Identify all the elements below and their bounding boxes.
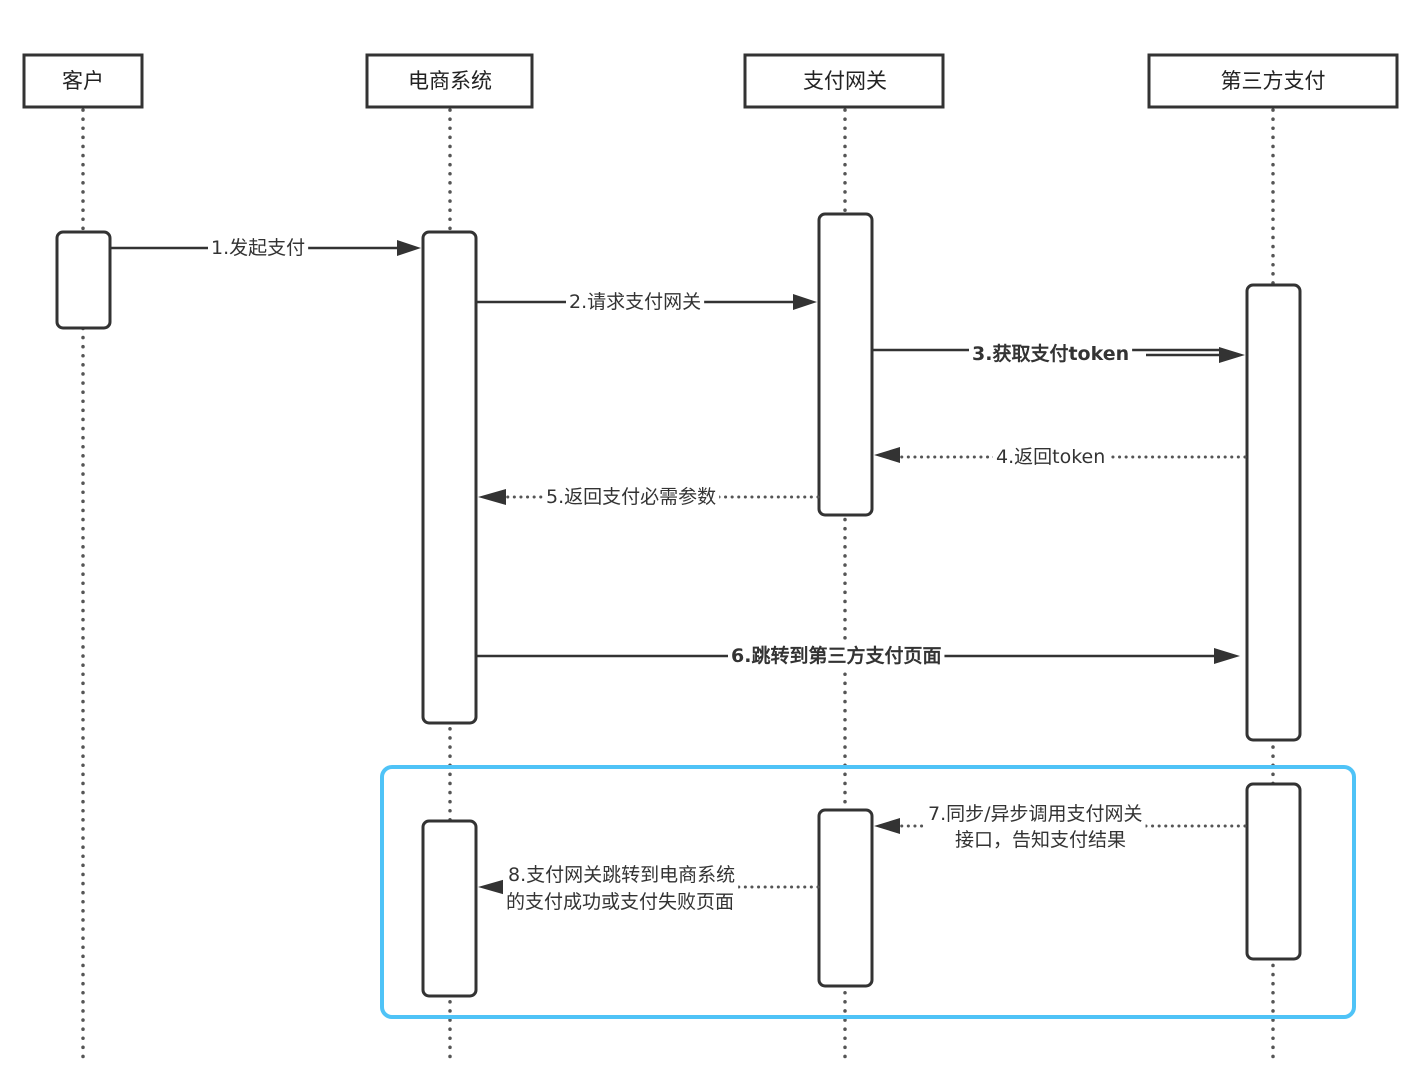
- activation-ecommerce-1: [421, 230, 478, 725]
- activation-ecommerce-2: [421, 819, 478, 998]
- message-label: 2.请求支付网关: [569, 291, 701, 313]
- participant-box: [22, 53, 144, 109]
- participant-box: [365, 53, 534, 109]
- arrowhead-icon: [478, 489, 506, 505]
- participant-gateway[interactable]: 支付网关: [743, 53, 945, 109]
- message-label: 3.获取支付token: [972, 342, 1129, 365]
- participant-ecommerce[interactable]: 电商系统: [365, 53, 534, 109]
- participant-thirdparty[interactable]: 第三方支付: [1147, 53, 1399, 109]
- label-background: [543, 485, 720, 509]
- message-label: 5.返回支付必需参数: [546, 486, 716, 508]
- participant-box: [1147, 53, 1399, 109]
- activation-thirdparty-2: [1245, 782, 1302, 961]
- activation-gateway-2: [817, 808, 874, 988]
- message-label: 接口，告知支付结果: [955, 829, 1126, 851]
- message-label: 1.发起支付: [211, 237, 305, 259]
- label-background: [993, 445, 1109, 469]
- message-label: 的支付成功或支付失败页面: [506, 891, 734, 913]
- arrowhead-icon: [397, 240, 421, 256]
- label-background: [728, 643, 945, 669]
- message-6: 6.跳转到第三方支付页面: [476, 643, 1240, 669]
- message-3: 3.获取支付token: [872, 340, 1245, 368]
- message-1: 1.发起支付: [110, 236, 421, 260]
- participant-label: 第三方支付: [1221, 69, 1326, 93]
- label-background: [566, 290, 705, 314]
- message-label: 4.返回token: [996, 446, 1105, 468]
- activations: [55, 212, 1302, 998]
- message-8: 8.支付网关跳转到电商系统 的支付成功或支付失败页面: [478, 860, 820, 916]
- message-label: 8.支付网关跳转到电商系统: [508, 864, 735, 886]
- label-background: [503, 860, 739, 916]
- arrowhead-icon: [1219, 347, 1245, 363]
- message-7: 7.同步/异步调用支付网关 接口，告知支付结果: [874, 800, 1247, 856]
- activation-customer-1: [55, 230, 112, 330]
- message-2: 2.请求支付网关: [476, 290, 817, 314]
- highlight-frame: [380, 765, 1356, 1019]
- label-background: [925, 800, 1146, 856]
- activation-thirdparty-1: [1245, 283, 1302, 742]
- arrowhead-icon: [874, 447, 900, 463]
- arrowhead-icon: [793, 294, 817, 310]
- label-background: [969, 340, 1133, 368]
- message-4: 4.返回token: [874, 445, 1247, 469]
- message-label: 6.跳转到第三方支付页面: [731, 644, 941, 667]
- arrowhead-icon: [478, 879, 506, 895]
- participant-label: 电商系统: [408, 69, 492, 93]
- message-5: 5.返回支付必需参数: [478, 485, 820, 509]
- label-background: [208, 236, 309, 260]
- activation-gateway-1: [817, 212, 874, 517]
- participant-label: 支付网关: [803, 69, 887, 93]
- arrowhead-icon: [874, 818, 900, 834]
- participant-label: 客户: [62, 69, 104, 93]
- arrowhead-icon: [1214, 648, 1240, 664]
- participant-customer[interactable]: 客户: [22, 53, 144, 109]
- message-label: 7.同步/异步调用支付网关: [928, 803, 1143, 825]
- participant-box: [743, 53, 945, 109]
